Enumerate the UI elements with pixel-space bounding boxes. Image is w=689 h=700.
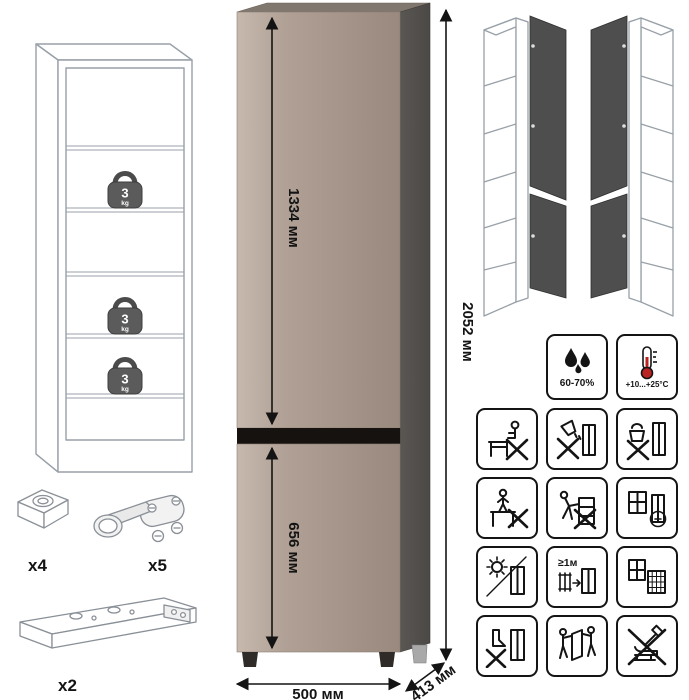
back-foot <box>411 644 428 664</box>
climate-conditions: 60-70% +10...+25°С <box>476 334 678 400</box>
thermometer-icon <box>640 345 657 379</box>
dim-height: 2052 мм <box>459 302 476 362</box>
plinth-qty-label: x2 <box>58 676 77 695</box>
cabinet-render: 1334 мм 656 мм 2052 мм 500 мм 413 мм <box>235 2 476 700</box>
cabinet-side-face <box>399 2 431 653</box>
shelf-load-unit: kg <box>121 386 129 393</box>
dim-depth: 413 мм <box>408 661 460 700</box>
dim-lower-door: 656 мм <box>285 522 302 573</box>
open-cabinet-right-view <box>590 15 674 317</box>
front-left-foot <box>242 652 258 667</box>
water-drops-icon <box>565 347 590 373</box>
shelf-load-value: 3 <box>121 372 128 387</box>
door-gap <box>237 428 400 444</box>
door-adjustment-window-icon <box>616 477 678 539</box>
no-sitting-icon <box>476 408 538 470</box>
no-standing-icon <box>476 477 538 539</box>
shelf-load-unit: kg <box>121 326 129 333</box>
no-liquids-icon <box>546 408 608 470</box>
open-cabinet-left-view <box>483 15 567 317</box>
temperature-label: +10...+25°С <box>625 379 669 389</box>
shelf-load-badge: 3 kg <box>108 174 142 209</box>
dim-width: 500 мм <box>292 686 343 700</box>
care-warning-grid: ≥1м <box>476 408 678 677</box>
dim-upper-door: 1334 мм <box>285 188 302 248</box>
shelf-load-badge: 3 kg <box>108 360 142 395</box>
upper-door <box>236 11 401 429</box>
heater-distance-icon: ≥1м <box>546 546 608 608</box>
foot-hardware-drawing <box>17 489 69 529</box>
open-doors <box>529 15 567 299</box>
wireframe-cabinet: 3 kg 3 kg 3 kg <box>35 43 193 473</box>
temperature-icon: +10...+25°С <box>616 334 678 400</box>
plinth-hardware-drawing <box>19 597 197 649</box>
shelf-load-value: 3 <box>121 312 128 327</box>
hinge-qty-label: x5 <box>148 556 167 575</box>
heater-distance-label: ≥1м <box>558 557 578 569</box>
avoid-sunlight-icon <box>476 546 538 608</box>
humidity-icon: 60-70% <box>546 334 608 400</box>
acclimatization-icon <box>616 546 678 608</box>
cabinet-top-face <box>236 2 431 13</box>
front-right-foot <box>379 652 395 667</box>
no-wet-cleaning-icon <box>616 408 678 470</box>
shelf-load-value: 3 <box>121 186 128 201</box>
open-doors <box>590 15 628 299</box>
shelf-load-unit: kg <box>121 200 129 207</box>
no-hammering-icon <box>616 615 678 677</box>
hinge-hardware-drawing <box>93 494 185 543</box>
cabinet-body <box>236 2 431 667</box>
foot-qty-label: x4 <box>28 556 47 575</box>
lower-door <box>236 443 401 653</box>
no-dragging-icon <box>476 615 538 677</box>
shelf-load-badge: 3 kg <box>108 300 142 335</box>
humidity-label: 60-70% <box>559 377 595 389</box>
no-moving-loaded-icon <box>546 477 608 539</box>
two-person-carry-icon <box>546 615 608 677</box>
shelves <box>66 145 184 399</box>
